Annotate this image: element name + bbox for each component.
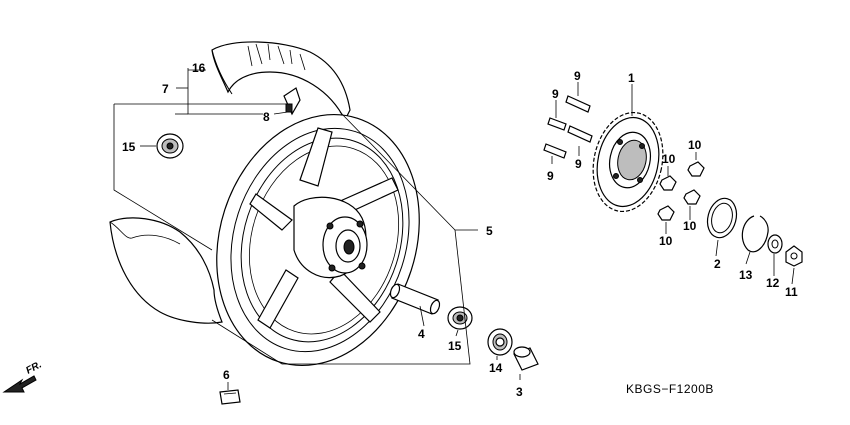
- callout-14: 14: [489, 361, 503, 375]
- nut-11: [785, 245, 803, 267]
- callout-numbers: 16 7 8 15 5 4 15 14 3 6 1 9 9 9 9 10 10 …: [122, 61, 798, 399]
- callout-11: 11: [785, 285, 798, 299]
- wheel-spokes: [249, 127, 399, 329]
- callout-3: 3: [516, 385, 523, 399]
- callout-5: 5: [486, 224, 493, 238]
- callout-16: 16: [192, 61, 206, 75]
- seal-14: [487, 328, 513, 356]
- flange-2: [706, 197, 738, 239]
- collar-4: [389, 283, 441, 315]
- callout-15-left: 15: [122, 140, 136, 154]
- callout-9-top: 9: [574, 69, 581, 83]
- washer-12: [767, 234, 783, 254]
- callout-2: 2: [714, 257, 721, 271]
- front-direction-label: FR.: [24, 359, 43, 376]
- callout-10-upper: 10: [662, 152, 676, 166]
- callout-7: 7: [162, 82, 169, 96]
- clip-6: [219, 389, 241, 405]
- valve-stem: [283, 87, 301, 116]
- front-direction-arrow: FR.: [2, 359, 44, 393]
- wheel-hub: [293, 196, 368, 279]
- callout-4: 4: [418, 327, 425, 341]
- callout-8: 8: [263, 110, 270, 124]
- tire-lower: [109, 217, 223, 324]
- callout-13: 13: [739, 268, 753, 282]
- callout-1: 1: [628, 71, 635, 85]
- callout-9-upper: 9: [552, 87, 559, 101]
- bearing-15-right: [447, 306, 473, 330]
- tire-upper: [211, 41, 351, 122]
- callout-12: 12: [766, 276, 780, 290]
- nuts-10: [657, 161, 705, 221]
- collar-3: [513, 346, 539, 371]
- leader-lines: [113, 68, 795, 390]
- callout-10-middle: 10: [683, 219, 697, 233]
- callout-9-middle: 9: [575, 157, 582, 171]
- callout-6: 6: [223, 368, 230, 382]
- callout-15-right: 15: [448, 339, 462, 353]
- callout-9-lower: 9: [547, 169, 554, 183]
- circlip-13: [741, 215, 769, 253]
- sprocket-1: [592, 111, 664, 213]
- callout-10-lower: 10: [659, 234, 673, 248]
- bearing-15-left: [156, 133, 184, 159]
- diagram-code: KBGS−F1200B: [626, 382, 714, 396]
- stud-bolts-9: [543, 95, 593, 159]
- callout-10-top: 10: [688, 138, 702, 152]
